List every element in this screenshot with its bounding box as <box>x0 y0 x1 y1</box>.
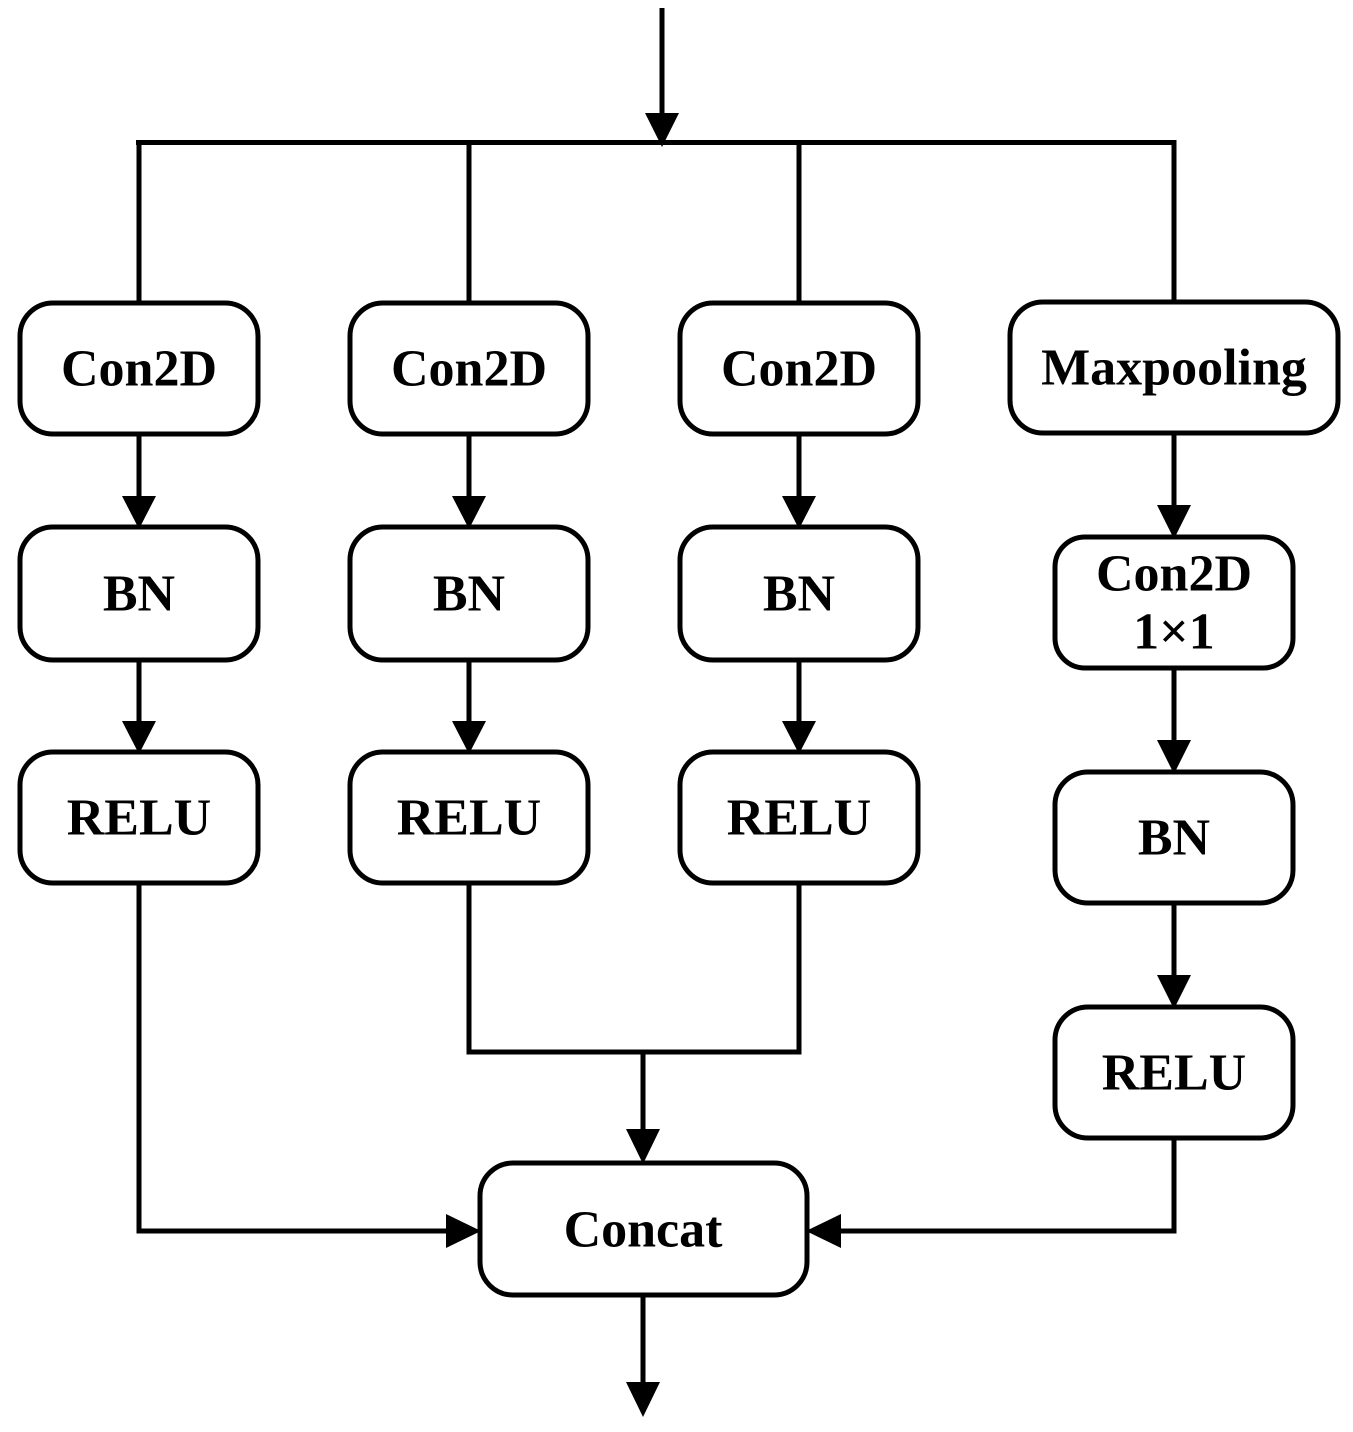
node-branch4-relu: RELU <box>1052 1004 1296 1141</box>
node-branch1-relu: RELU <box>17 749 261 886</box>
arrow-b2-bn-relu-head-icon <box>452 721 486 754</box>
node-branch2-bn-label: BN <box>433 566 505 623</box>
node-branch3-con2d-label: Con2D <box>721 341 877 398</box>
node-branch3-bn-box <box>677 524 921 663</box>
node-branch2-bn: BN <box>347 524 591 663</box>
arrow-b4-bn-relu-head-icon <box>1157 975 1191 1009</box>
node-branch2-relu-box <box>347 749 591 886</box>
nodes: Con2D Con2D Con2D Maxpooling BN BN <box>17 299 1341 1298</box>
node-branch1-relu-box <box>17 749 261 886</box>
arrow-b1-relu-concat-path <box>136 883 447 1234</box>
node-branch1-bn: BN <box>17 524 261 663</box>
connectors <box>122 8 1191 1417</box>
node-branch4-maxpooling: Maxpooling <box>1007 299 1341 436</box>
node-branch3-relu: RELU <box>677 749 921 886</box>
arrow-b1-bn-relu-head-icon <box>122 721 156 754</box>
arrow-b2-conv-bn-head-icon <box>452 496 486 529</box>
node-branch3-relu-label: RELU <box>727 790 871 847</box>
node-branch2-con2d-label: Con2D <box>391 341 547 398</box>
node-concat: Concat <box>477 1160 810 1298</box>
input-arrowhead-icon <box>645 113 679 147</box>
node-branch4-bn-box <box>1052 769 1296 906</box>
node-branch1-con2d-label: Con2D <box>61 341 217 398</box>
node-branch1-bn-box <box>17 524 261 663</box>
node-branch4-con2d-1x1-label-line2: 1×1 <box>1133 604 1215 661</box>
node-branch4-maxpooling-label: Maxpooling <box>1041 340 1307 397</box>
output-arrowhead-icon <box>626 1382 660 1417</box>
arrow-b4-relu-concat-path <box>840 1138 1177 1234</box>
arrow-b4-conv-bn-head-icon <box>1157 740 1191 774</box>
node-branch4-con2d-1x1-label-line1: Con2D <box>1096 546 1252 603</box>
arrow-b4-relu-concat-head-icon <box>806 1214 841 1248</box>
node-branch3-relu-box <box>677 749 921 886</box>
node-concat-box <box>477 1160 810 1298</box>
node-branch1-relu-label: RELU <box>67 790 211 847</box>
node-branch2-con2d: Con2D <box>347 300 591 437</box>
node-branch2-relu-label: RELU <box>397 790 541 847</box>
node-branch3-con2d: Con2D <box>677 300 921 437</box>
node-branch2-bn-box <box>347 524 591 663</box>
arrow-b3-bn-relu-head-icon <box>782 721 816 754</box>
arrow-b3-conv-bn-head-icon <box>782 496 816 529</box>
node-branch4-relu-box <box>1052 1004 1296 1141</box>
node-branch2-con2d-box <box>347 300 591 437</box>
node-branch1-bn-label: BN <box>103 566 175 623</box>
node-branch1-con2d: Con2D <box>17 300 261 437</box>
node-branch3-bn: BN <box>677 524 921 663</box>
node-branch4-con2d-1x1-box <box>1052 534 1296 671</box>
arrow-b4-pool-conv-head-icon <box>1157 505 1191 539</box>
node-concat-label: Concat <box>564 1202 724 1259</box>
arrow-b1-conv-bn-head-icon <box>122 496 156 529</box>
node-branch2-relu: RELU <box>347 749 591 886</box>
node-branch4-relu-label: RELU <box>1102 1045 1246 1102</box>
arrow-merge-concat-head-icon <box>626 1129 660 1164</box>
merge-b2-b3-path <box>466 883 802 1055</box>
node-branch3-bn-label: BN <box>763 566 835 623</box>
arrow-b1-relu-concat-head-icon <box>446 1214 481 1248</box>
node-branch4-maxpooling-box <box>1007 299 1341 436</box>
node-branch4-bn-label: BN <box>1138 810 1210 867</box>
node-branch3-con2d-box <box>677 300 921 437</box>
node-branch4-bn: BN <box>1052 769 1296 906</box>
node-branch4-con2d-1x1: Con2D 1×1 <box>1052 534 1296 671</box>
node-branch1-con2d-box <box>17 300 261 437</box>
